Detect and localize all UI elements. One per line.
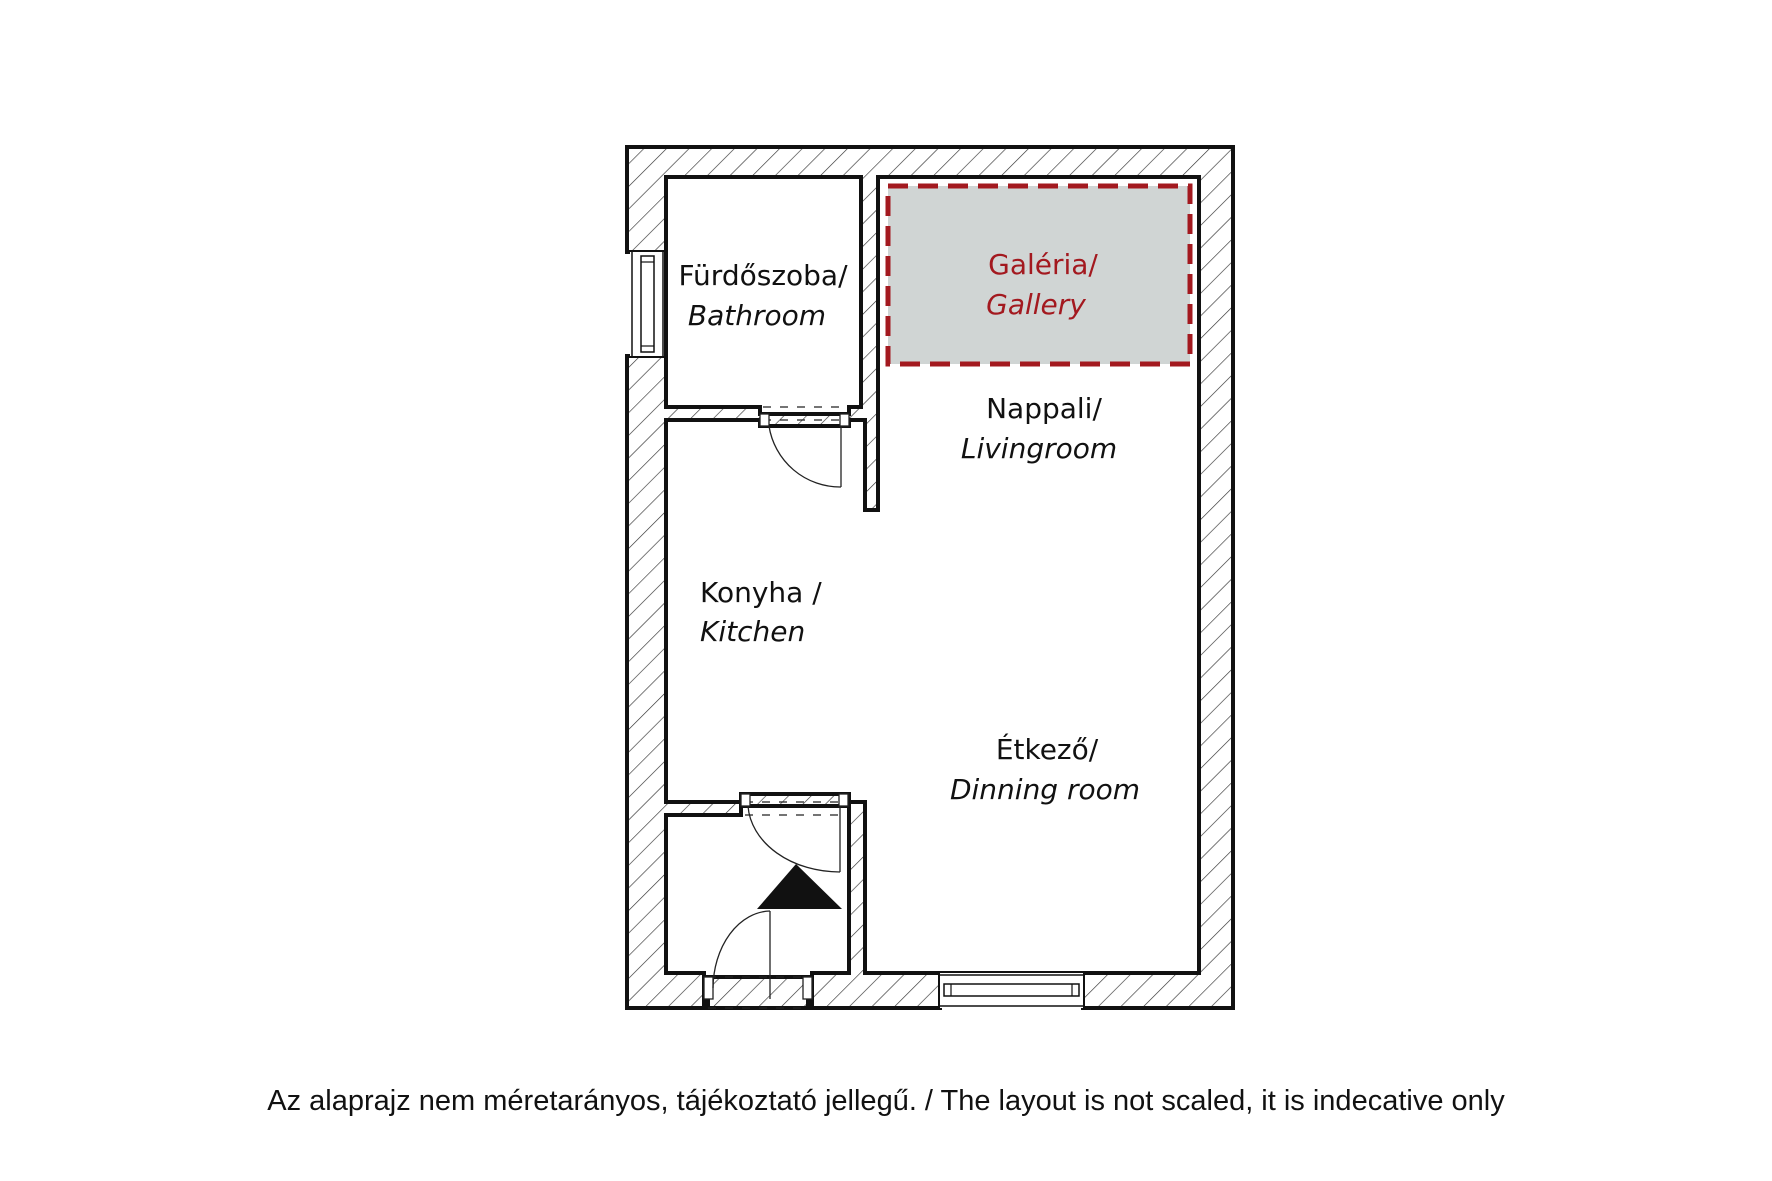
door-entrance — [703, 910, 813, 1009]
bathroom-label-en: Bathroom — [688, 299, 826, 332]
livingroom-label-hu: Nappali/ — [986, 392, 1102, 425]
gallery-label-hu: Galéria/ — [988, 248, 1098, 281]
label-dining: Étkező/ Dinning room — [950, 732, 1140, 806]
gallery-label-en: Gallery — [986, 288, 1086, 321]
label-kitchen: Konyha / Kitchen — [700, 576, 822, 648]
window-bathroom — [630, 252, 664, 356]
kitchen-label-en: Kitchen — [700, 615, 805, 648]
kitchen-label-hu: Konyha / — [700, 576, 822, 609]
gallery-zone — [885, 183, 1193, 367]
label-livingroom: Nappali/ Livingroom — [961, 392, 1117, 465]
dining-label-en: Dinning room — [950, 773, 1140, 806]
label-gallery: Galéria/ Gallery — [986, 248, 1098, 321]
window-dining — [940, 973, 1083, 1008]
footnote: Az alaprajz nem méretarányos, tájékoztat… — [267, 1085, 1505, 1117]
label-bathroom: Fürdőszoba/ Bathroom — [678, 259, 848, 332]
door-kitchen — [740, 793, 849, 873]
bathroom-label-hu: Fürdőszoba/ — [678, 259, 848, 292]
entrance-triangle-icon — [757, 864, 842, 909]
livingroom-label-en: Livingroom — [961, 432, 1117, 465]
door-bathroom — [759, 406, 850, 488]
dining-label-hu: Étkező/ — [996, 732, 1099, 766]
